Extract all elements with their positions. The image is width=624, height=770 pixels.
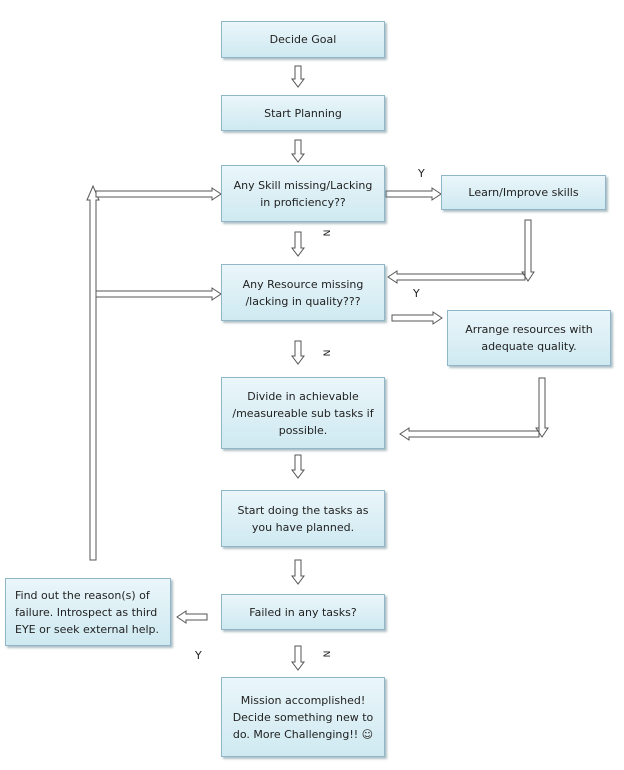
- start-tasks-text: Start doing the tasks as you have planne…: [237, 503, 369, 534]
- arrow-down: [291, 65, 305, 88]
- resource-check-box: Any Resource missing /lacking in quality…: [221, 264, 385, 321]
- no-label-failed: N: [320, 650, 331, 658]
- arrow-right: [95, 187, 222, 201]
- mission-accomplished-text: Mission accomplished! Decide something n…: [232, 693, 374, 741]
- start-planning-text: Start Planning: [264, 106, 342, 120]
- arrow-down: [291, 231, 305, 257]
- divide-tasks-box: Divide in achievable /measureable sub ta…: [221, 377, 385, 449]
- arrow-arrange-to-divide: [399, 377, 549, 441]
- arrow-down: [291, 454, 305, 479]
- start-planning-box: Start Planning: [221, 95, 385, 131]
- failed-check-box: Failed in any tasks?: [221, 594, 385, 630]
- arrow-down: [291, 559, 305, 585]
- arrow-left: [176, 610, 208, 624]
- decide-goal-box: Decide Goal: [221, 21, 385, 58]
- failed-check-text: Failed in any tasks?: [249, 605, 357, 619]
- find-reason-text: Find out the reason(s) of failure. Intro…: [15, 588, 160, 636]
- arrow-right: [95, 287, 222, 301]
- find-reason-box: Find out the reason(s) of failure. Intro…: [5, 578, 171, 646]
- arrow-right: [385, 187, 442, 201]
- arrow-down: [291, 645, 305, 671]
- start-tasks-box: Start doing the tasks as you have planne…: [221, 490, 385, 547]
- learn-skills-box: Learn/Improve skills: [441, 175, 606, 210]
- resource-check-text: Any Resource missing /lacking in quality…: [242, 277, 364, 308]
- divide-tasks-text: Divide in achievable /measureable sub ta…: [232, 389, 374, 437]
- no-label-resource: N: [320, 349, 331, 357]
- yes-label-skill: Y: [418, 167, 425, 180]
- arrow-right: [391, 311, 443, 325]
- arrow-down: [291, 139, 305, 163]
- arrange-resources-box: Arrange resources with adequate quality.: [447, 310, 611, 366]
- skill-check-box: Any Skill missing/Lacking in proficiency…: [221, 165, 385, 222]
- yes-label-failed: Y: [195, 649, 202, 662]
- mission-accomplished-box: Mission accomplished! Decide something n…: [221, 677, 385, 757]
- no-label-skill: N: [320, 229, 331, 237]
- arrow-learn-to-resource: [387, 219, 535, 284]
- yes-label-resource: Y: [413, 287, 420, 300]
- skill-check-text: Any Skill missing/Lacking in proficiency…: [233, 178, 373, 209]
- learn-skills-text: Learn/Improve skills: [468, 186, 579, 199]
- arrow-down: [291, 340, 305, 365]
- arrow-feedback-up: [86, 184, 100, 561]
- arrange-resources-text: Arrange resources with adequate quality.: [465, 323, 593, 353]
- decide-goal-text: Decide Goal: [269, 33, 337, 46]
